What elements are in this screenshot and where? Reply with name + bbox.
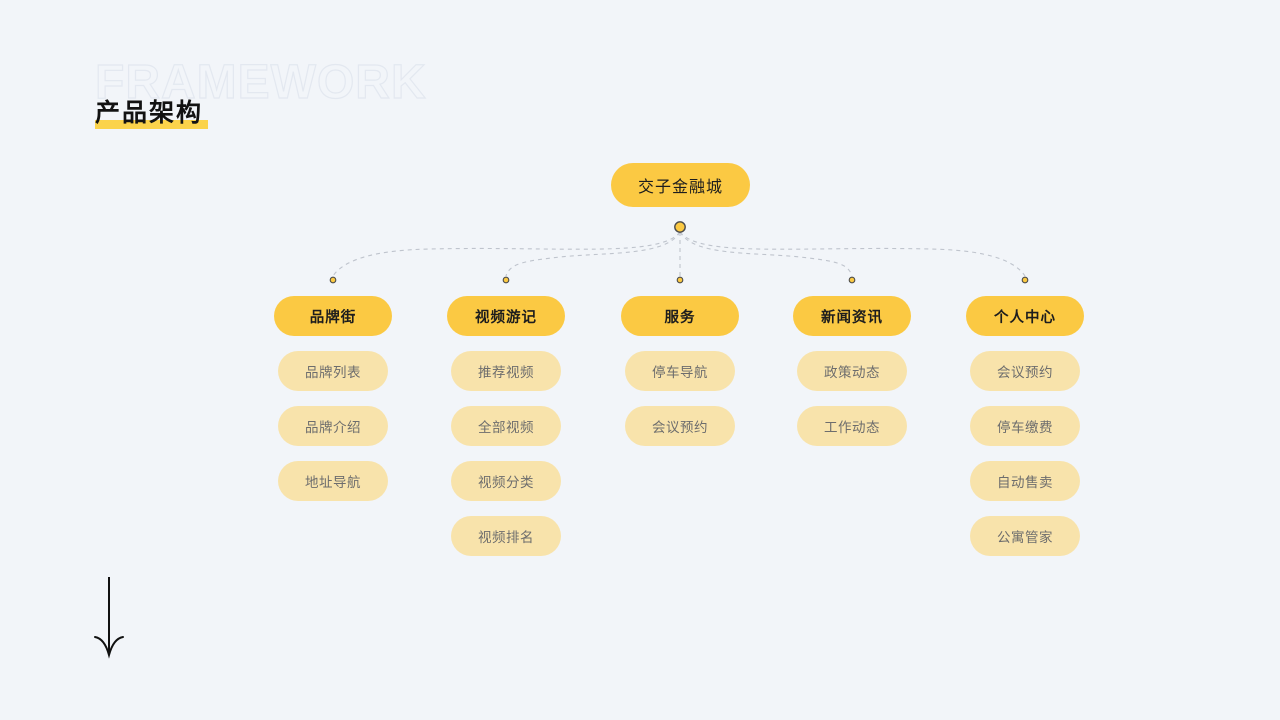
branch-dot-1 (329, 276, 337, 284)
diagram-column-2: 视频游记推荐视频全部视频视频分类视频排名 (447, 296, 565, 556)
page-title: 产品架构 (95, 99, 204, 127)
column-header-node[interactable]: 个人中心 (966, 296, 1084, 336)
down-arrow-icon (94, 577, 124, 659)
diagram-column-1: 品牌街品牌列表品牌介绍地址导航 (274, 296, 392, 501)
column-header-node[interactable]: 新闻资讯 (793, 296, 911, 336)
diagram-column-5: 个人中心会议预约停车缴费自动售卖公寓管家 (966, 296, 1084, 556)
column-item-node[interactable]: 自动售卖 (970, 461, 1080, 501)
column-item-node[interactable]: 会议预约 (970, 351, 1080, 391)
branch-dot-2 (502, 276, 510, 284)
column-item-node[interactable]: 会议预约 (625, 406, 735, 446)
branch-dot-5 (1021, 276, 1029, 284)
branch-dot-4 (848, 276, 856, 284)
column-header-node[interactable]: 服务 (621, 296, 739, 336)
column-item-node[interactable]: 推荐视频 (451, 351, 561, 391)
column-item-node[interactable]: 品牌列表 (278, 351, 388, 391)
column-item-node[interactable]: 视频排名 (451, 516, 561, 556)
column-item-node[interactable]: 全部视频 (451, 406, 561, 446)
column-item-node[interactable]: 公寓管家 (970, 516, 1080, 556)
column-item-node[interactable]: 视频分类 (451, 461, 561, 501)
column-header-node[interactable]: 视频游记 (447, 296, 565, 336)
column-item-node[interactable]: 工作动态 (797, 406, 907, 446)
column-item-node[interactable]: 停车缴费 (970, 406, 1080, 446)
root-node[interactable]: 交子金融城 (611, 163, 750, 207)
root-connector-dot (674, 221, 686, 233)
page-title-wrap: 产品架构 (95, 98, 208, 138)
diagram-column-3: 服务停车导航会议预约 (621, 296, 739, 446)
title-block: FRAMEWORK 产品架构 (94, 56, 515, 138)
title-highlight-bar (95, 120, 208, 129)
ghost-title-framework: FRAMEWORK (94, 56, 427, 109)
branch-dot-3 (676, 276, 684, 284)
diagram-column-4: 新闻资讯政策动态工作动态 (793, 296, 911, 446)
column-item-node[interactable]: 停车导航 (625, 351, 735, 391)
column-header-node[interactable]: 品牌街 (274, 296, 392, 336)
column-item-node[interactable]: 地址导航 (278, 461, 388, 501)
column-item-node[interactable]: 品牌介绍 (278, 406, 388, 446)
column-item-node[interactable]: 政策动态 (797, 351, 907, 391)
